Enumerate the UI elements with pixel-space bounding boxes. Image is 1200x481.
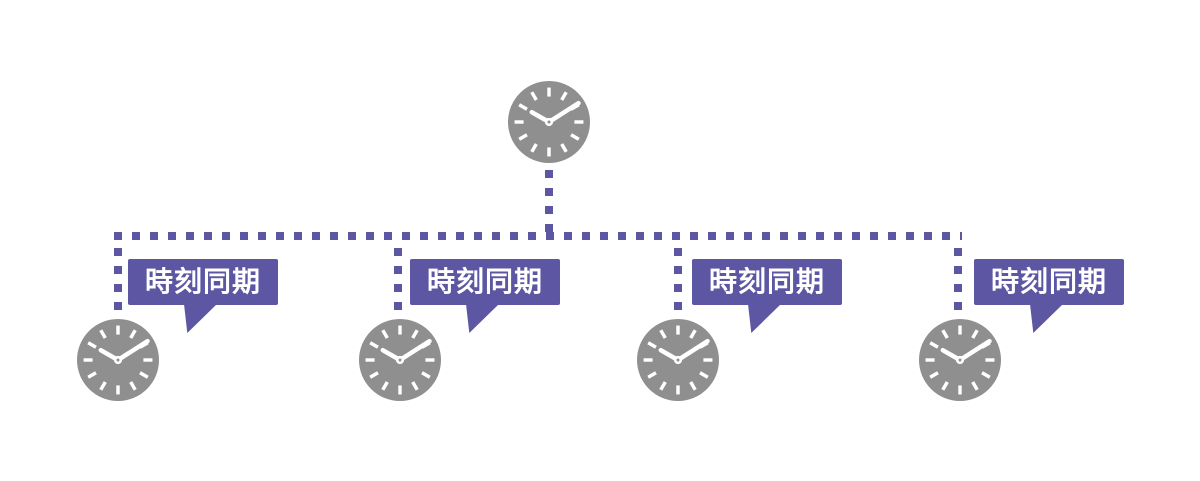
sync-callout-label: 時刻同期 [144, 266, 261, 297]
client-clock-icon [637, 319, 719, 401]
callout-tail [184, 304, 217, 333]
callout-tail [466, 304, 499, 333]
sync-callout-label: 時刻同期 [426, 266, 543, 297]
callout-tail [748, 304, 781, 333]
master-clock-icon [508, 81, 590, 163]
branch-connector-line [114, 248, 122, 310]
sync-callout-bubble: 時刻同期 [974, 259, 1124, 305]
sync-callout-label: 時刻同期 [708, 266, 825, 297]
sync-callout-bubble: 時刻同期 [692, 259, 842, 305]
sync-callout-bubble: 時刻同期 [128, 259, 278, 305]
branch-connector-line [954, 248, 962, 310]
client-clock-icon [359, 319, 441, 401]
branch-connector-line [674, 248, 682, 310]
client-clock-icon [919, 319, 1001, 401]
branch-connector-line [394, 248, 402, 310]
client-clock-icon [77, 319, 159, 401]
sync-callout-bubble: 時刻同期 [410, 259, 560, 305]
sync-callout-label: 時刻同期 [990, 266, 1107, 297]
callout-tail [1030, 304, 1063, 333]
trunk-connector-line [545, 170, 553, 236]
distribution-bus-line [114, 232, 962, 240]
